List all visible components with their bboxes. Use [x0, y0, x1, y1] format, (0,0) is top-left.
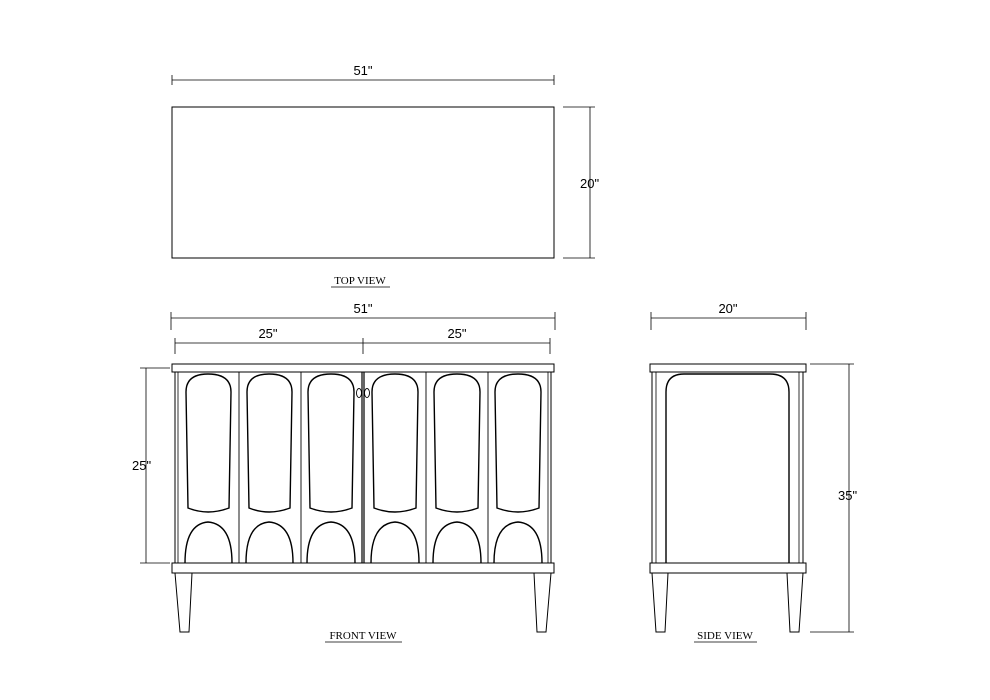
door-panel-3: [306, 373, 356, 564]
side-view-depth-label: 20": [718, 301, 737, 316]
front-view-height-dimension: 25": [132, 367, 170, 564]
front-view-left-half-label: 25": [258, 326, 277, 341]
front-leg-left: [174, 572, 193, 633]
front-view-right-half-label: 25": [447, 326, 466, 341]
side-leg-back: [786, 572, 804, 633]
side-view-height-label: 35": [838, 488, 857, 503]
side-base: [649, 562, 807, 574]
front-leg-right: [533, 572, 552, 633]
side-view-caption: SIDE VIEW: [697, 630, 753, 642]
cabinet-base: [171, 562, 555, 574]
door-panel-6: [493, 373, 543, 564]
top-view-outline: [171, 106, 555, 259]
top-view-width-label: 51": [353, 63, 372, 78]
door-panel-1: [184, 373, 233, 564]
side-view-height-dimension: 35": [810, 363, 857, 633]
side-body: [651, 371, 804, 564]
front-view-height-label: 25": [132, 458, 151, 473]
side-view: 20" 35" SIDE VIEW: [649, 301, 857, 643]
front-view-caption: FRONT VIEW: [329, 630, 397, 642]
top-view: 51" 20" TOP VIEW: [171, 63, 599, 288]
front-view-halves-dimension: 25" 25": [174, 326, 551, 354]
door-pull-left: [356, 388, 362, 398]
top-view-width-dimension: 51": [171, 63, 555, 85]
door-panel-2: [245, 373, 294, 564]
side-view-depth-dimension: 20": [650, 301, 807, 330]
side-leg-front: [651, 572, 669, 633]
front-view-width-label: 51": [353, 301, 372, 316]
door-panel-5: [432, 373, 482, 564]
side-panel-arch: [665, 373, 790, 563]
door-pull-right: [364, 388, 370, 398]
front-view-width-dimension: 51": [170, 301, 556, 330]
top-view-depth-label: 20": [580, 176, 599, 191]
front-view: 51" 25" 25" 25": [132, 301, 556, 643]
top-view-caption: TOP VIEW: [334, 275, 386, 287]
cabinet-top: [171, 363, 555, 373]
side-top: [649, 363, 807, 373]
door-panel-4: [370, 373, 420, 564]
top-view-depth-dimension: 20": [563, 106, 599, 259]
